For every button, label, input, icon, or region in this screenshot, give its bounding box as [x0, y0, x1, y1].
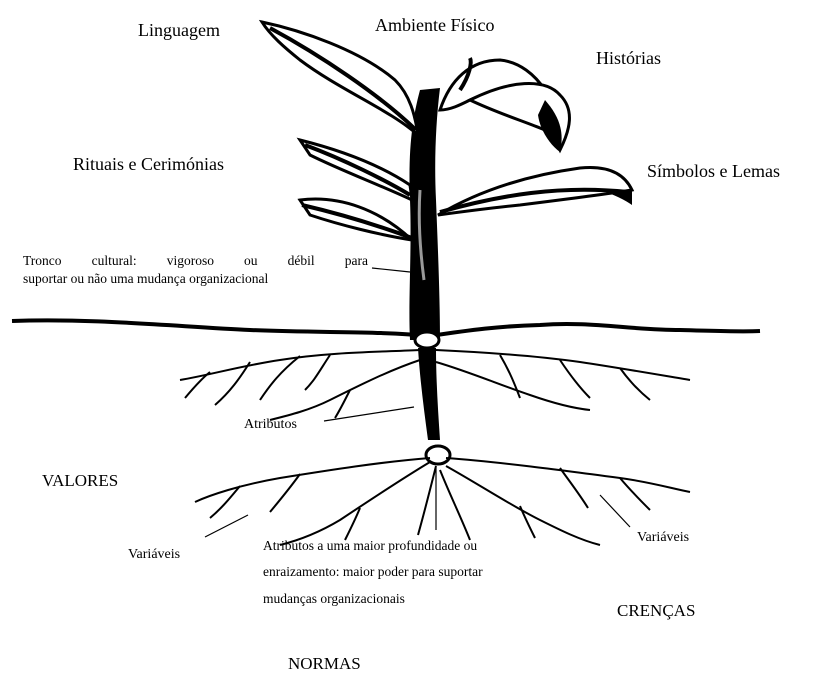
label-historias: Histórias [596, 49, 661, 67]
label-crencas: CRENÇAS [617, 602, 695, 619]
label-rituais: Rituais e Cerimónias [73, 155, 224, 173]
label-variaveis-left: Variáveis [128, 548, 180, 562]
label-tronco-line1: Tronco cultural: vigoroso ou débil para [23, 252, 368, 270]
label-tronco-line2: suportar ou não uma mudança organizacion… [23, 270, 368, 288]
label-tronco-cultural: Tronco cultural: vigoroso ou débil para … [23, 252, 368, 288]
label-valores: VALORES [42, 472, 118, 489]
label-simbolos: Símbolos e Lemas [647, 162, 780, 180]
label-linguagem: Linguagem [138, 21, 220, 39]
label-variaveis-right: Variáveis [637, 531, 689, 545]
label-atributos: Atributos [244, 418, 297, 432]
root-node-lower [426, 446, 450, 464]
ground-line [12, 320, 760, 336]
label-normas: NORMAS [288, 655, 361, 672]
lower-roots [195, 458, 690, 545]
label-profundidade: Atributos a uma maior profundidade ou en… [263, 533, 583, 612]
leaf-linguagem [262, 22, 418, 135]
label-profundidade-line1: Atributos a uma maior profundidade ou [263, 533, 583, 559]
root-node-upper [415, 332, 439, 348]
label-profundidade-line2: enraizamento: maior poder para suportar [263, 559, 583, 585]
label-ambiente-fisico: Ambiente Físico [375, 16, 495, 34]
label-profundidade-line3: mudanças organizacionais [263, 586, 583, 612]
